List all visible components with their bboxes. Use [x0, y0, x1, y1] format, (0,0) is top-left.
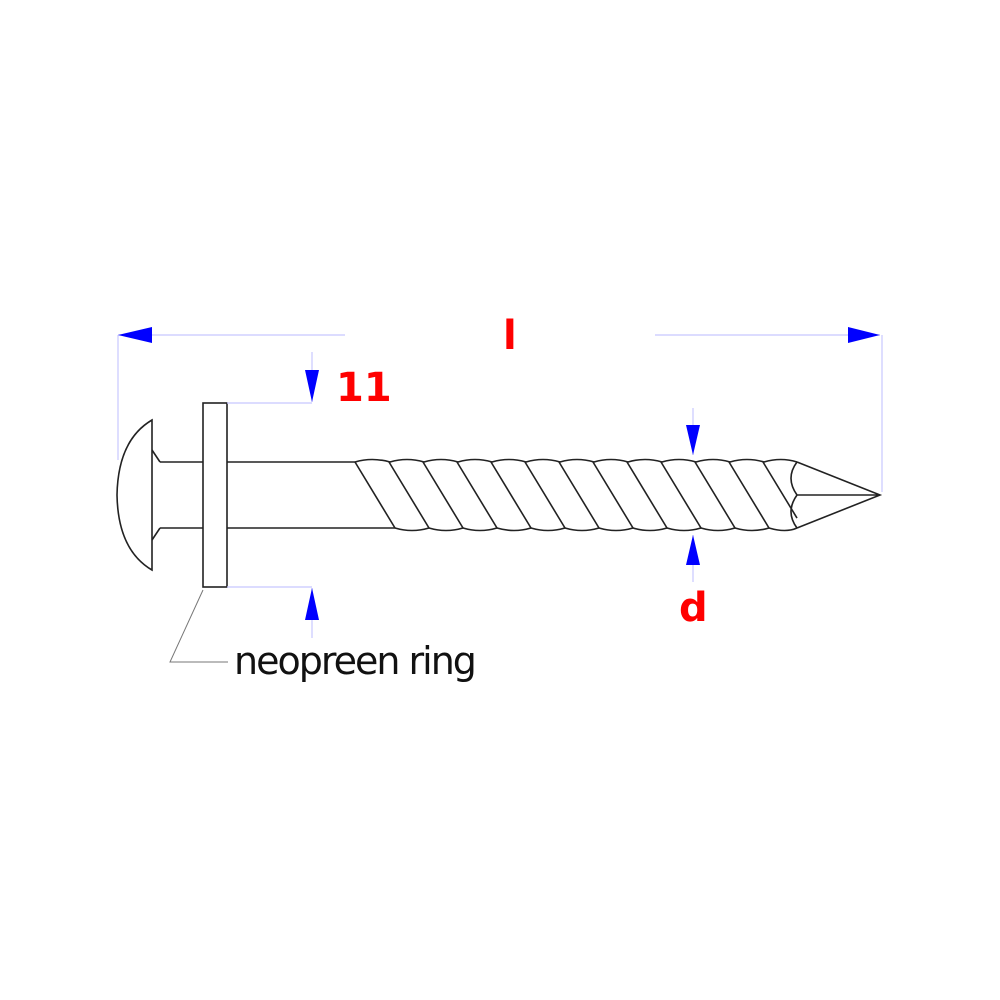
nail-head	[116, 418, 153, 572]
ring-leader-line	[169, 589, 228, 663]
ring-thickness-label: 11	[336, 365, 392, 411]
thread-line	[490, 461, 532, 529]
thread-line	[626, 461, 668, 529]
arrow-right-icon	[848, 327, 880, 343]
arrow-up-icon	[305, 588, 319, 620]
thread-line	[456, 461, 498, 529]
thread-line	[592, 461, 634, 529]
thread-bottom-edge	[394, 527, 798, 532]
thread-line	[354, 461, 396, 529]
thread-line	[524, 461, 566, 529]
diameter-label: d	[679, 585, 708, 631]
dimension-lines	[117, 334, 883, 638]
nail-tip	[790, 461, 883, 529]
arrow-down-icon	[305, 370, 319, 402]
head-neck	[151, 449, 161, 541]
thread-top-edge	[354, 458, 798, 463]
thread-line	[694, 461, 736, 529]
thread-line	[660, 461, 702, 529]
neoprene-ring	[202, 402, 228, 588]
length-label: l	[503, 313, 517, 359]
arrow-left-icon	[118, 327, 152, 343]
ring-caption: neopreen ring	[234, 639, 477, 683]
thread-line	[728, 461, 770, 529]
thread-line	[422, 461, 464, 529]
thread-line	[558, 461, 600, 529]
thread-lines	[354, 461, 798, 529]
thread-line	[388, 461, 430, 529]
dimension-arrows	[118, 327, 880, 620]
arrow-down-icon	[686, 425, 700, 455]
nail-drawing	[116, 402, 883, 588]
arrow-up-icon	[686, 535, 700, 565]
